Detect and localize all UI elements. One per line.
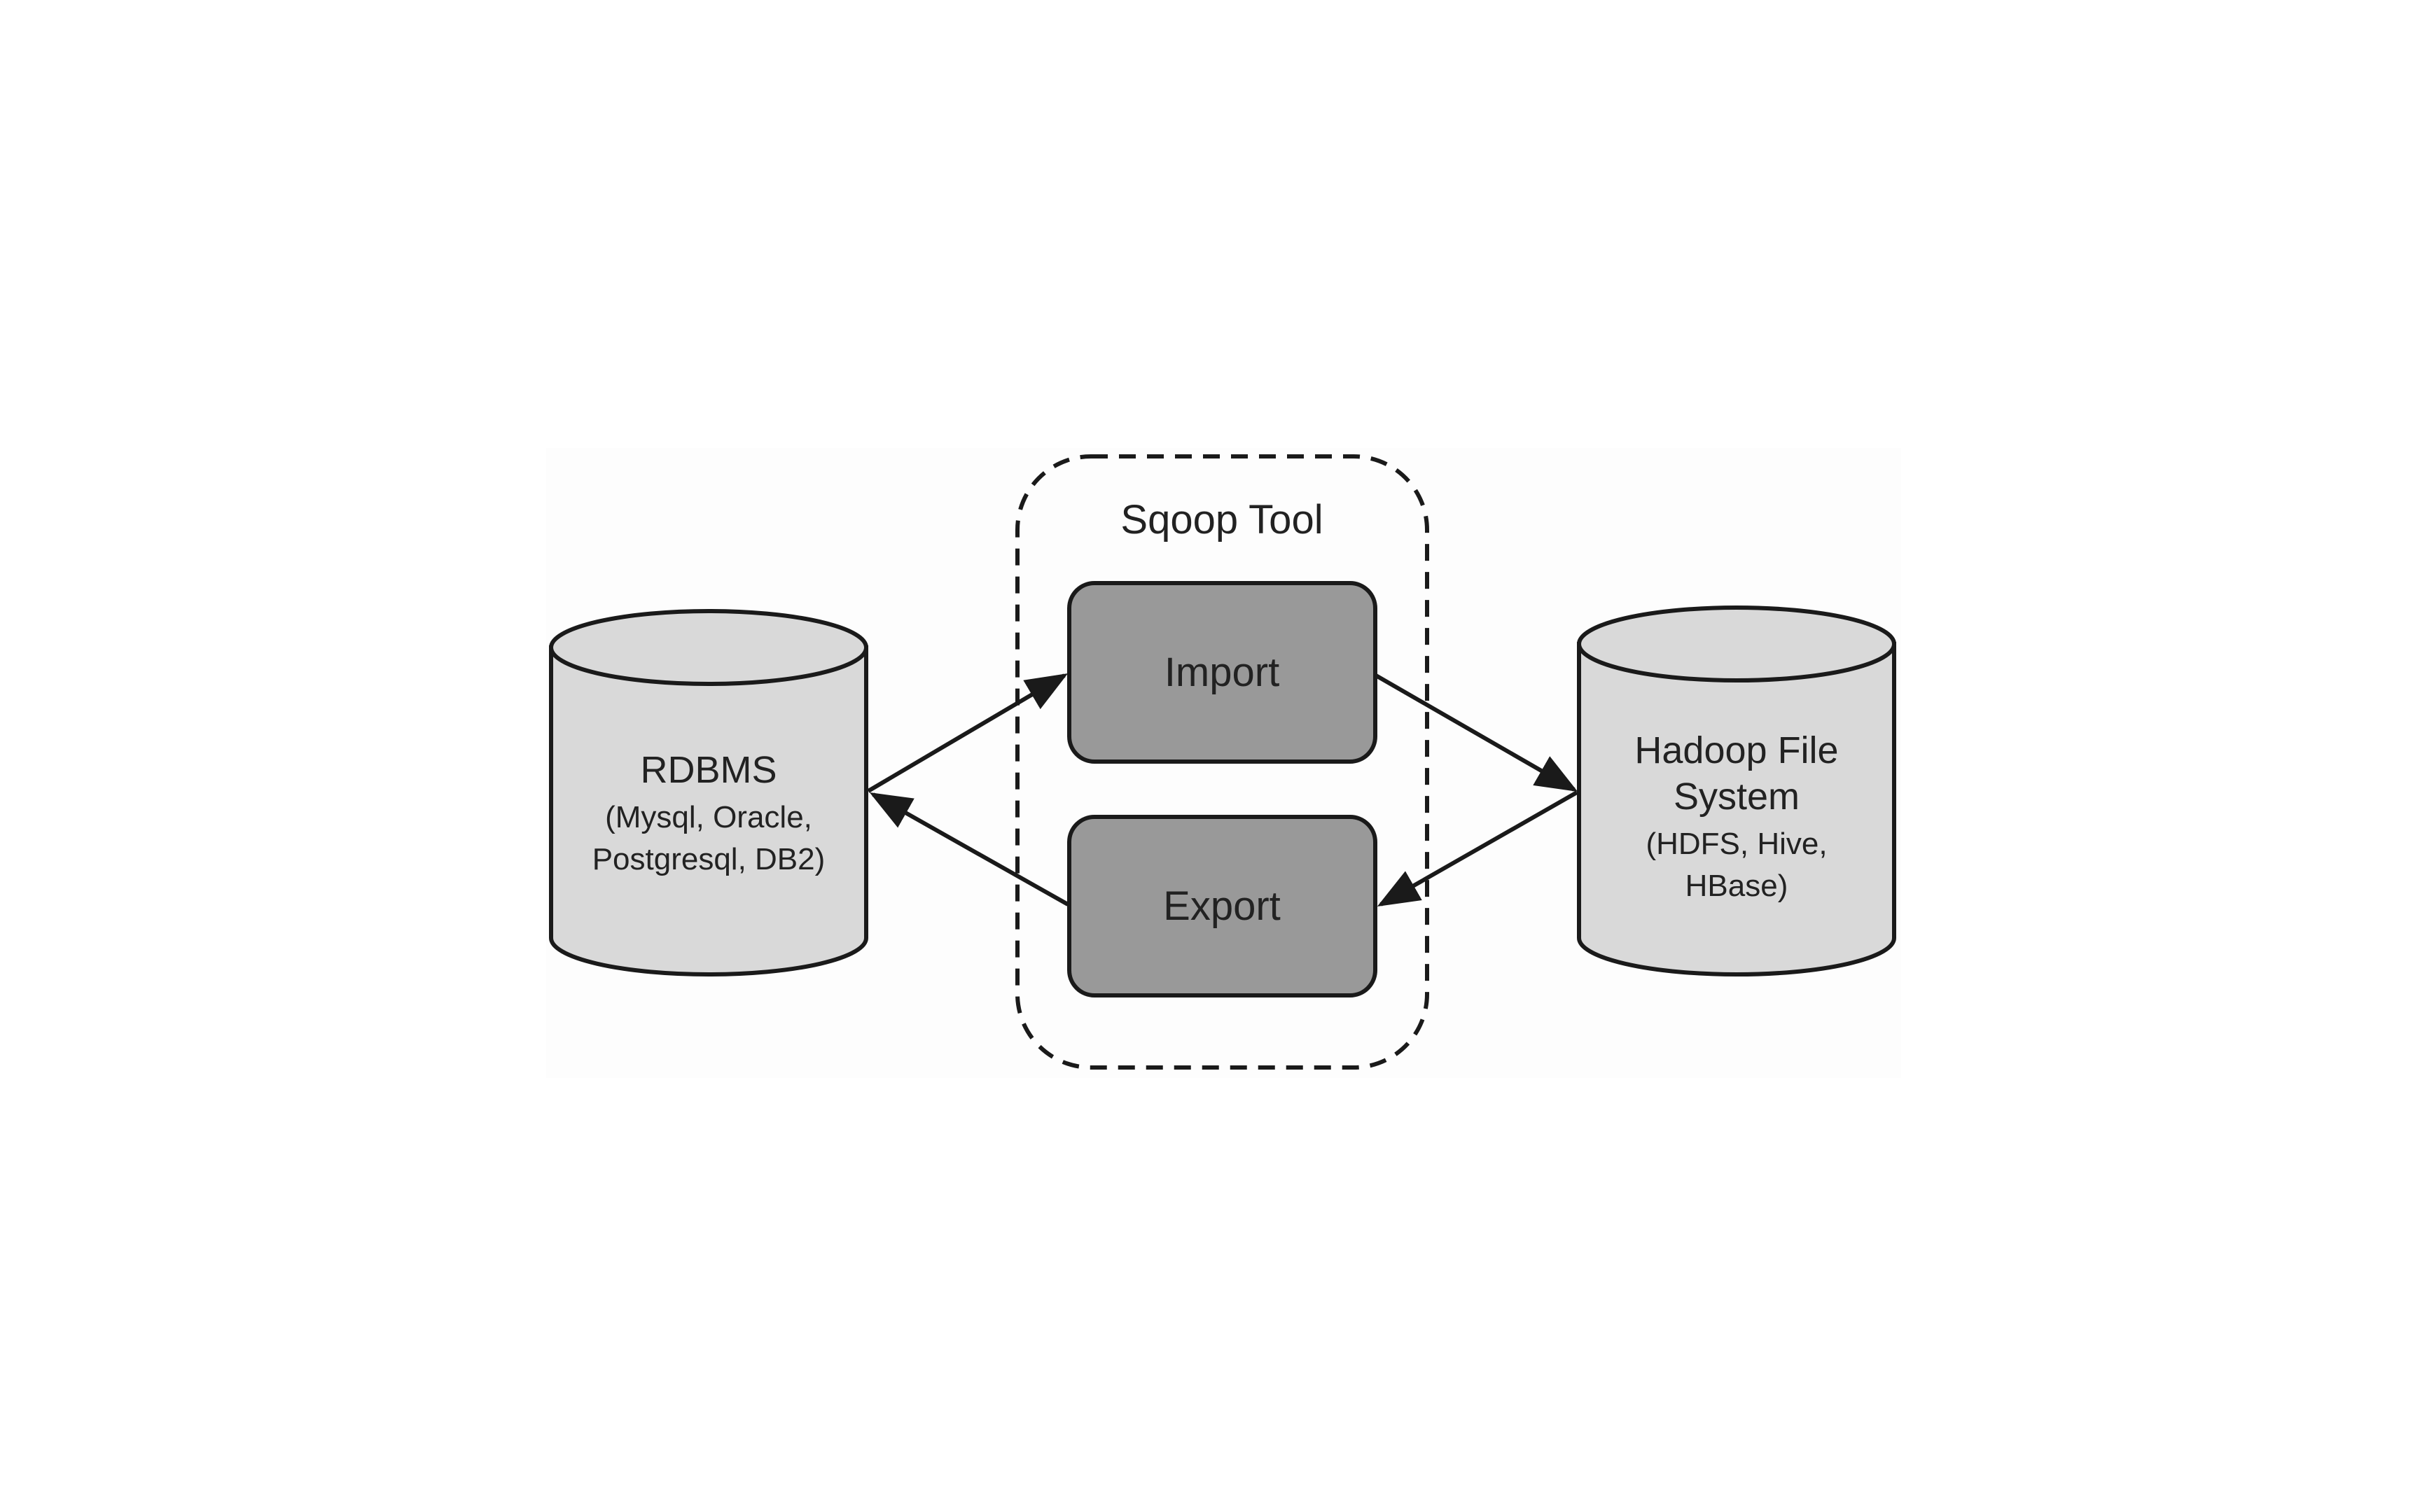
import-label: Import	[1164, 650, 1279, 695]
sqoop-tool-title: Sqoop Tool	[1120, 497, 1323, 542]
rdbms-name: RDBMS	[640, 749, 777, 791]
import-box	[1067, 581, 1377, 764]
hadoop-cylinder-top	[1577, 606, 1896, 682]
rdbms-detail-line1: (Mysql, Oracle,	[605, 800, 812, 834]
rdbms-detail-line2: Postgresql, DB2)	[592, 842, 826, 876]
hadoop-detail-line2: HBase)	[1685, 869, 1788, 903]
hadoop-name-line2: System	[1674, 776, 1800, 818]
export-label: Export	[1163, 883, 1281, 929]
arrow-hadoop-to-export	[1377, 790, 1578, 906]
hadoop-cylinder-body	[1577, 642, 1896, 976]
rdbms-cylinder	[549, 609, 868, 976]
arrow-rdbms-to-import	[867, 673, 1069, 793]
hadoop-detail-line1: (HDFS, Hive,	[1646, 827, 1827, 861]
rdbms-cylinder-body	[549, 645, 868, 976]
arrow-export-to-rdbms	[869, 792, 1069, 906]
hadoop-name-line1: Hadoop File	[1634, 729, 1838, 771]
export-box	[1067, 815, 1377, 997]
hadoop-cylinder	[1577, 606, 1896, 976]
arrow-import-to-hadoop	[1375, 673, 1578, 792]
rdbms-cylinder-top	[549, 609, 868, 686]
